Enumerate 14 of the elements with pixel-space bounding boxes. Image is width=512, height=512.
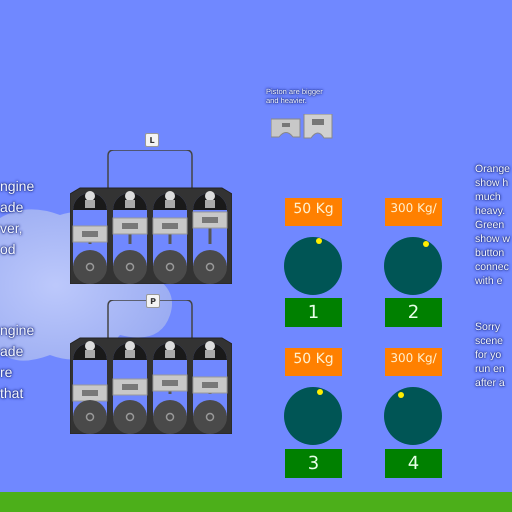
instruction-text: Sorry scene for yo run en after a — [475, 320, 506, 390]
key-label: L — [145, 133, 159, 147]
description-text: ngine ade ver, od — [0, 177, 34, 259]
key-label: P — [146, 294, 160, 308]
weight-tag: 300 Kg/ — [385, 198, 442, 226]
weight-tag: 50 Kg — [285, 348, 342, 376]
number-button: 3 — [285, 449, 342, 478]
instruction-text: Orange show h much heavy. Green show w button connec with e — [475, 162, 512, 288]
description-text: ngine ade re that — [0, 321, 34, 403]
weight-tag: 50 Kg — [285, 198, 342, 226]
number-button: 2 — [385, 298, 442, 327]
number-button: 4 — [385, 449, 442, 478]
number-button: 1 — [285, 298, 342, 327]
weight-tag: 300 Kg/ — [385, 348, 442, 376]
